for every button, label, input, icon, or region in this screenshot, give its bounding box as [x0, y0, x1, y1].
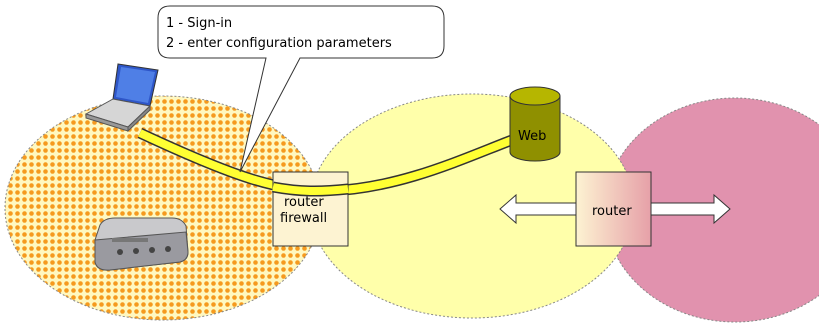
web-server-label: Web — [518, 129, 546, 144]
router-box: router — [575, 171, 652, 247]
modem-device-icon — [94, 217, 189, 271]
router-firewall-label-line2: firewall — [280, 211, 327, 226]
router-firewall-label-line1: router — [284, 195, 324, 210]
callout-step-configure: 2 - enter configuration parameters — [166, 36, 392, 51]
instruction-callout: 1 - Sign-in 2 - enter configuration para… — [157, 5, 445, 173]
callout-step-signin: 1 - Sign-in — [166, 16, 232, 31]
router-firewall-box: router firewall — [272, 171, 349, 247]
laptop-icon — [84, 63, 159, 133]
router-label: router — [592, 204, 632, 219]
web-server-icon: Web — [509, 86, 561, 162]
